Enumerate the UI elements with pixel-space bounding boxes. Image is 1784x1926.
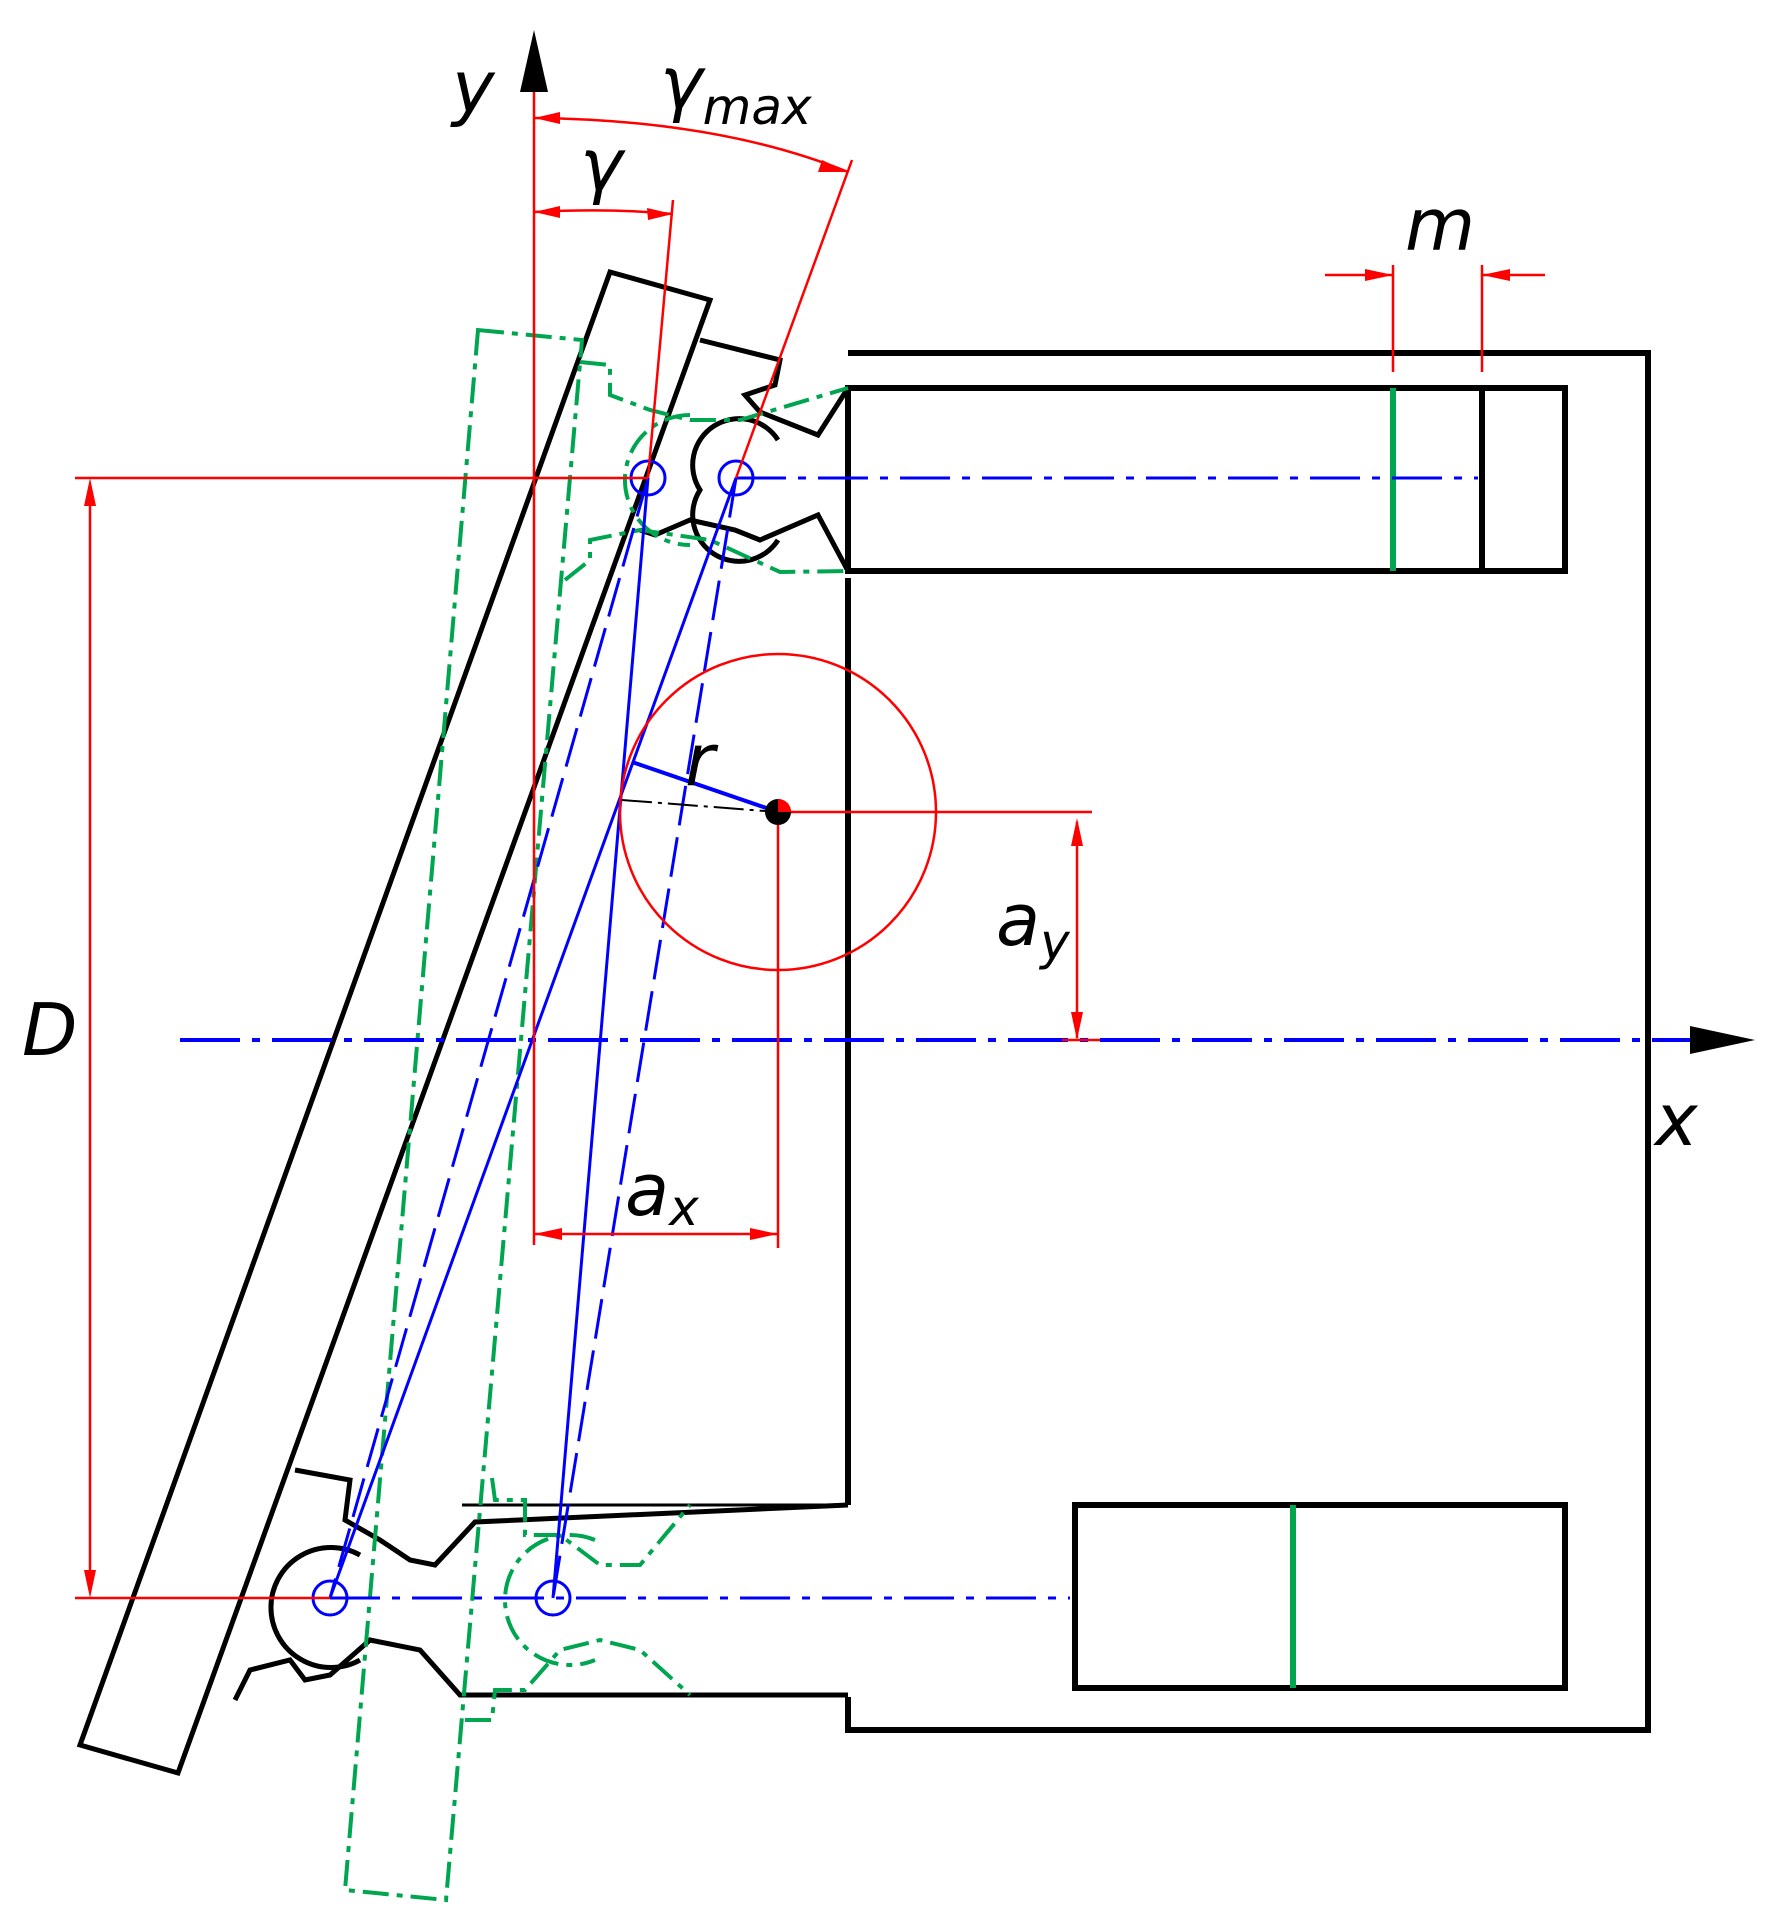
ax-arrow-left [534, 1228, 562, 1240]
m-arrow-right [1482, 269, 1510, 281]
ax-subscript: x [667, 1179, 699, 1237]
ay-arrow-bottom [1071, 1012, 1083, 1040]
lower-fork-bottom [232, 1637, 848, 1702]
dimension-arrowheads [84, 112, 1510, 1598]
pivot-lower-right [534, 1579, 572, 1617]
radius-line [631, 760, 779, 814]
gamma-max-symbol: γ [660, 41, 706, 125]
y-axis-arrowhead [520, 30, 548, 92]
x-axis-arrowhead [1690, 1026, 1755, 1054]
gamma-ref-line [646, 199, 675, 479]
ay-label: ay [996, 878, 1071, 971]
lower-socket [268, 1545, 362, 1670]
gamma-max-arrow-left [534, 112, 560, 124]
link-upper-left-to-lower-right [551, 477, 650, 1599]
gamma-max-ref-line [734, 159, 854, 479]
radius-reference-line [621, 799, 779, 813]
lower-fork-top [294, 1467, 849, 1568]
jaw-current-position [76, 268, 851, 1777]
link-upper-right-to-lower-right-dashed [551, 477, 738, 1599]
center-point [765, 799, 791, 825]
alternate-upper-socket [623, 413, 691, 547]
ax-arrow-right [750, 1228, 778, 1240]
tilted-jaw-plate [76, 268, 714, 1777]
ax-label: ax [625, 1148, 699, 1237]
ax-base: a [625, 1148, 669, 1232]
alternate-lower-fork [490, 1477, 692, 1567]
D-arrow-bottom [84, 1570, 96, 1598]
gamma-arrow-right [647, 208, 673, 220]
m-arrow-left [1365, 269, 1393, 281]
m-label: m [1405, 183, 1475, 267]
alternate-lower-fork-bottom [465, 1637, 692, 1722]
center-dot-highlight [778, 799, 791, 812]
gamma-max-arrow-right [818, 160, 848, 172]
D-label: D [22, 988, 77, 1072]
gamma-max-arc [533, 116, 849, 174]
dimensions [75, 90, 1545, 1600]
pivot-upper-right [717, 459, 755, 497]
gamma-max-label: γmax [660, 41, 812, 136]
jaw-alternate-position [342, 327, 1396, 1903]
lower-cylinder-bore [1072, 1502, 1568, 1691]
r-label: r [685, 718, 719, 802]
y-axis-label: y [450, 45, 496, 129]
alternate-upper-fork-bottom [563, 527, 849, 582]
alternate-jaw-plate [342, 327, 585, 1903]
linkage-lines [180, 459, 1690, 1617]
alternate-upper-fork [579, 360, 849, 422]
x-axis-label: x [1653, 1078, 1699, 1162]
ay-arrow-top [1071, 818, 1083, 846]
link-upper-left-to-lower-left-dashed [328, 477, 650, 1599]
ay-base: a [996, 878, 1040, 962]
gamma-arrow-left [534, 206, 560, 218]
gamma-label: γ [580, 123, 626, 207]
gamma-max-subscript: max [703, 78, 812, 136]
ay-subscript: y [1038, 913, 1071, 971]
D-arrow-top [84, 478, 96, 506]
